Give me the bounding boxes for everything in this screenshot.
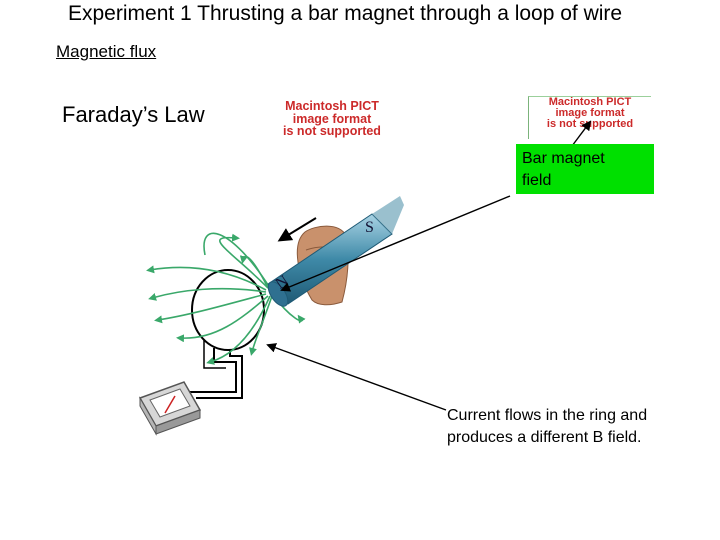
bar-magnet-label-line2: field (522, 172, 552, 189)
pict1-line1: Macintosh PICT (285, 99, 379, 113)
pict1-line2: image format (292, 111, 372, 126)
magnetic-flux-link[interactable]: Magnetic flux (56, 42, 157, 61)
callout-pointers (266, 120, 592, 411)
pole-south-label: S (365, 219, 374, 236)
faraday-law-heading: Faraday’s Law (62, 102, 205, 127)
current-label-line2: produces a different B field. (447, 429, 642, 446)
pict1-line3: is not supported (283, 124, 381, 138)
field-lines (146, 232, 306, 365)
slide-title: Experiment 1 Thrusting a bar magnet thro… (68, 2, 623, 25)
bar-magnet-field-label: Bar magnet field (516, 144, 654, 194)
galvanometer (138, 381, 202, 436)
current-flow-label: Current flows in the ring and produces a… (447, 405, 707, 449)
pict-placeholder-1: Macintosh PICT image format is not suppo… (268, 100, 396, 138)
bar-magnet-label-line1: Bar magnet (522, 150, 605, 167)
pict2-line1: Macintosh PICT (548, 96, 632, 108)
pict2-line2: image format (555, 107, 625, 119)
motion-arrow (277, 217, 317, 242)
current-label-line1: Current flows in the ring and (447, 407, 648, 424)
